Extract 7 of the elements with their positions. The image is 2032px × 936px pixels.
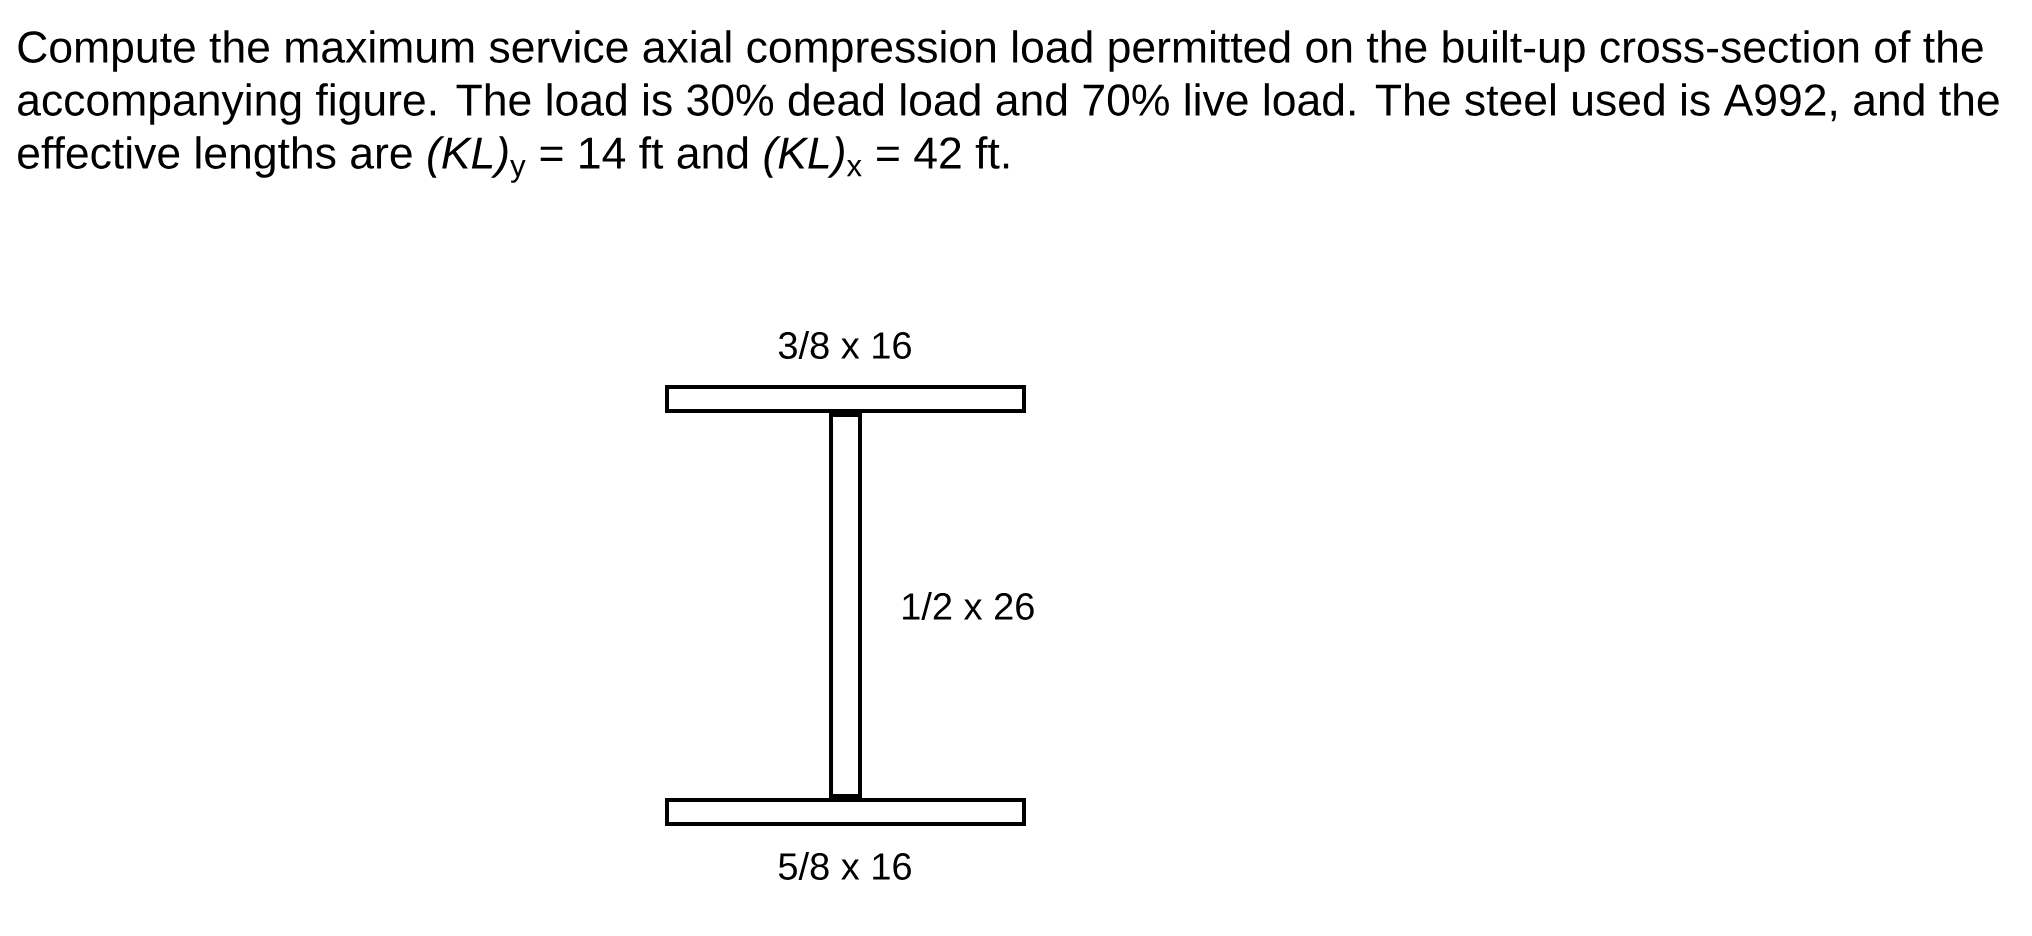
dimension-label: 1/2 x 26: [903, 592, 1034, 620]
steel-plate: [829, 413, 862, 798]
steel-plate: [665, 385, 1026, 413]
steel-plate: [665, 798, 1026, 826]
problem-text: Compute the maximum service axial compression load permitted on the built-up cross-section of the accompanying figure. The load is 30% dead load and 70% live load. The steel used is A992, and the effective lengths are (KL)$_{y}$ = 14 ft and (KL)$_{x}$ = 42 ft.: [18, 30, 1999, 183]
dimension-label: 5/8 x 16: [778, 852, 911, 880]
dimension-label: 3/8 x 16: [778, 331, 911, 359]
